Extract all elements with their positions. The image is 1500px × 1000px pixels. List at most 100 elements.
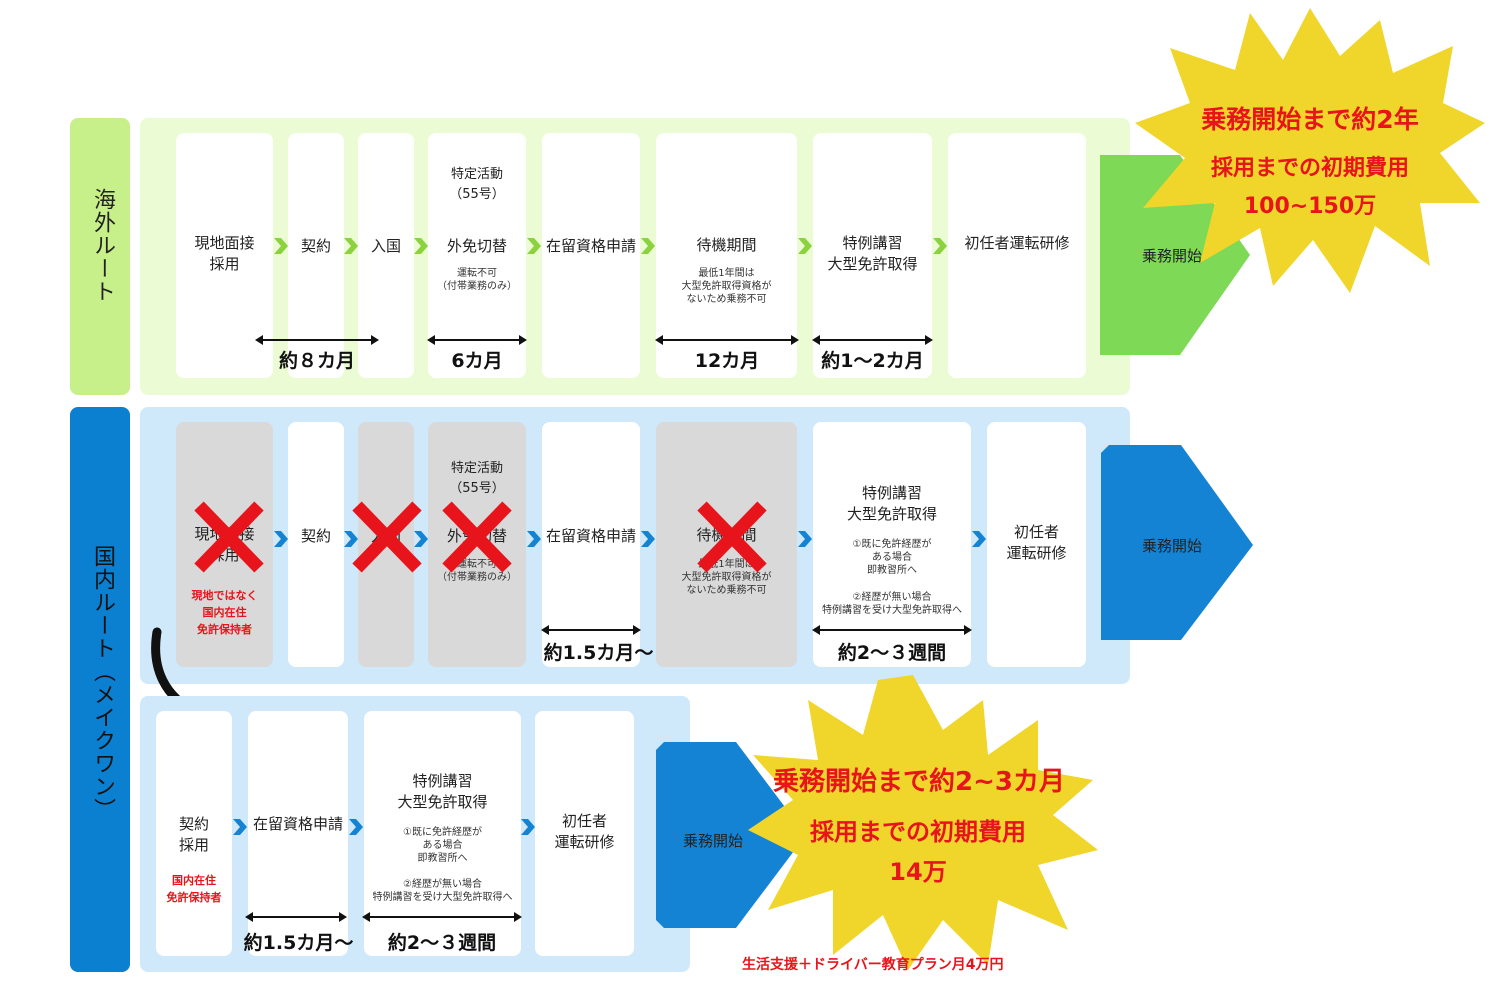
duration-arrow bbox=[812, 335, 933, 345]
domestic-start-label: 乗務開始 bbox=[1142, 537, 1203, 555]
step-note: 運転不可 （付帯業務のみ） bbox=[437, 268, 517, 292]
footer-plan-note: 生活支援＋ドライバー教育プラン月4万円 bbox=[742, 957, 1004, 973]
duration-arrow bbox=[255, 335, 379, 345]
duration-arrow bbox=[541, 625, 641, 635]
chevron-right-icon bbox=[414, 238, 428, 254]
overseas-duration-4: 約1～2カ月 bbox=[821, 350, 924, 372]
overseas-step-training: 初任者運転研修 bbox=[948, 133, 1086, 378]
overseas-duration-3: 12カ月 bbox=[694, 350, 760, 372]
chevron-right-icon bbox=[414, 531, 428, 547]
cross-icon bbox=[442, 501, 512, 573]
cross-icon bbox=[352, 501, 422, 573]
cross-icon bbox=[194, 501, 264, 573]
domestic-step-contract: 契約 bbox=[288, 422, 344, 667]
step-label: 特例講習 大型免許取得 bbox=[846, 484, 937, 523]
domestic-burst-line2: 採用までの初期費用 bbox=[810, 818, 1026, 846]
overseas-duration-1: 約８カ月 bbox=[278, 350, 355, 372]
step-label: 契約 bbox=[300, 527, 331, 545]
makeone-step-training: 初任者 運転研修 bbox=[535, 711, 634, 956]
domestic-route-label-bar bbox=[70, 407, 130, 972]
step-label: 在留資格申請 bbox=[545, 237, 636, 255]
duration-arrow bbox=[655, 335, 799, 345]
domestic-step-residence: 在留資格申請 bbox=[542, 422, 640, 667]
overseas-step-contract: 契約 bbox=[288, 133, 344, 378]
step-note-1: ①既に免許経歴が ある場合 即教習所へ bbox=[852, 539, 932, 576]
domestic-duration-2: 約2～３週間 bbox=[837, 642, 947, 664]
step-label: 初任者 運転研修 bbox=[1006, 523, 1067, 562]
domestic-start-shape bbox=[1101, 445, 1253, 640]
overseas-route-title: 海外ルート bbox=[90, 188, 115, 303]
chevron-right-icon bbox=[641, 531, 655, 547]
overseas-start-shape bbox=[1100, 155, 1250, 355]
overseas-step-special: 特例講習 大型免許取得 bbox=[813, 133, 932, 378]
makeone-step-special: 特例講習 大型免許取得 ①既に免許経歴が ある場合 即教習所へ ②経歴が無い場合… bbox=[364, 711, 521, 956]
step-label: 外免切替 bbox=[446, 237, 507, 255]
overseas-step-interview: 現地面接 採用 bbox=[176, 133, 273, 378]
step-note: 国内在住 免許保持者 bbox=[166, 874, 222, 904]
makeone-start-shape bbox=[656, 742, 806, 928]
chevron-right-icon bbox=[933, 238, 947, 254]
step-label: 初任者 運転研修 bbox=[554, 812, 615, 851]
chevron-right-icon bbox=[527, 531, 541, 547]
chevron-right-icon bbox=[344, 531, 358, 547]
cross-icon bbox=[697, 501, 767, 573]
step-label: 契約 採用 bbox=[178, 815, 209, 854]
chevron-right-icon bbox=[798, 531, 812, 547]
step-label: 契約 bbox=[300, 237, 331, 255]
step-note: 運転不可 （付帯業務のみ） bbox=[437, 559, 517, 583]
overseas-burst-line2: 採用までの初期費用 bbox=[1210, 156, 1409, 181]
domestic-cost-burst bbox=[748, 675, 1098, 970]
overseas-step-waiting: 待機期間 最低1年間は 大型免許取得資格が ないため乗務不可 bbox=[656, 133, 797, 378]
step-label: 特例講習 大型免許取得 bbox=[827, 234, 918, 273]
step-tokutei-label: 特定活動 （55号） bbox=[449, 461, 505, 496]
chevron-right-icon bbox=[274, 531, 288, 547]
domestic-route-title: 国内ルート（メイクワン） bbox=[90, 545, 115, 821]
step-note-2: ②経歴が無い場合 特例講習を受け大型免許取得へ bbox=[372, 879, 513, 903]
step-note-2: ②経歴が無い場合 特例講習を受け大型免許取得へ bbox=[822, 592, 962, 616]
step-tokutei-label: 特定活動 （55号） bbox=[449, 167, 505, 202]
domestic-step-training: 初任者 運転研修 bbox=[987, 422, 1086, 667]
makeone-start-label: 乗務開始 bbox=[683, 832, 744, 850]
domestic-burst-line1: 乗務開始まで約2~3カ月 bbox=[773, 767, 1065, 797]
chevron-right-icon bbox=[233, 819, 247, 835]
step-label: 待機期間 bbox=[696, 236, 757, 254]
overseas-route-label-bar bbox=[70, 118, 130, 395]
overseas-start-label: 乗務開始 bbox=[1142, 247, 1203, 265]
chevron-right-icon bbox=[344, 238, 358, 254]
overseas-step-gaimen: 特定活動 （55号） 外免切替 運転不可 （付帯業務のみ） bbox=[428, 133, 526, 378]
step-label: 初任者運転研修 bbox=[964, 234, 1070, 252]
domestic-duration-1: 約1.5カ月～ bbox=[543, 642, 654, 664]
duration-arrow bbox=[362, 912, 522, 922]
step-note-1: ①既に免許経歴が ある場合 即教習所へ bbox=[403, 827, 482, 864]
chevron-right-icon bbox=[972, 531, 986, 547]
step-label: 入国 bbox=[370, 237, 401, 255]
step-note: 最低1年間は 大型免許取得資格が ないため乗務不可 bbox=[681, 268, 772, 305]
overseas-step-entry: 入国 bbox=[358, 133, 414, 378]
overseas-step-residence: 在留資格申請 bbox=[542, 133, 640, 378]
chevron-right-icon bbox=[521, 819, 535, 835]
domestic-burst-line3: 14万 bbox=[889, 858, 947, 886]
makeone-step-residence: 在留資格申請 bbox=[248, 711, 348, 956]
duration-arrow bbox=[245, 912, 347, 922]
makeone-duration-1: 約1.5カ月～ bbox=[243, 932, 354, 954]
chevron-right-icon bbox=[798, 238, 812, 254]
overseas-duration-2: 6カ月 bbox=[451, 350, 503, 372]
step-note: 現地ではなく 国内在住 免許保持者 bbox=[191, 589, 258, 636]
chevron-right-icon bbox=[641, 238, 655, 254]
chevron-right-icon bbox=[274, 238, 288, 254]
step-label: 在留資格申請 bbox=[252, 815, 343, 833]
step-label: 在留資格申請 bbox=[545, 527, 636, 545]
step-label: 特例講習 大型免許取得 bbox=[397, 772, 488, 811]
duration-arrow bbox=[812, 625, 972, 635]
overseas-cost-burst bbox=[1135, 8, 1485, 293]
step-label: 現地面接 採用 bbox=[194, 234, 255, 273]
overseas-burst-line3: 100~150万 bbox=[1243, 194, 1377, 219]
domestic-step-special: 特例講習 大型免許取得 ①既に免許経歴が ある場合 即教習所へ ②経歴が無い場合… bbox=[813, 422, 971, 667]
chevron-right-icon bbox=[349, 819, 363, 835]
duration-arrow bbox=[427, 335, 527, 345]
makeone-duration-2: 約2～３週間 bbox=[387, 932, 497, 954]
step-note: 最低1年間は 大型免許取得資格が ないため乗務不可 bbox=[681, 559, 772, 596]
overseas-burst-line1: 乗務開始まで約2年 bbox=[1201, 105, 1419, 134]
makeone-step-contract: 契約 採用 国内在住 免許保持者 bbox=[156, 711, 232, 956]
chevron-right-icon bbox=[527, 238, 541, 254]
